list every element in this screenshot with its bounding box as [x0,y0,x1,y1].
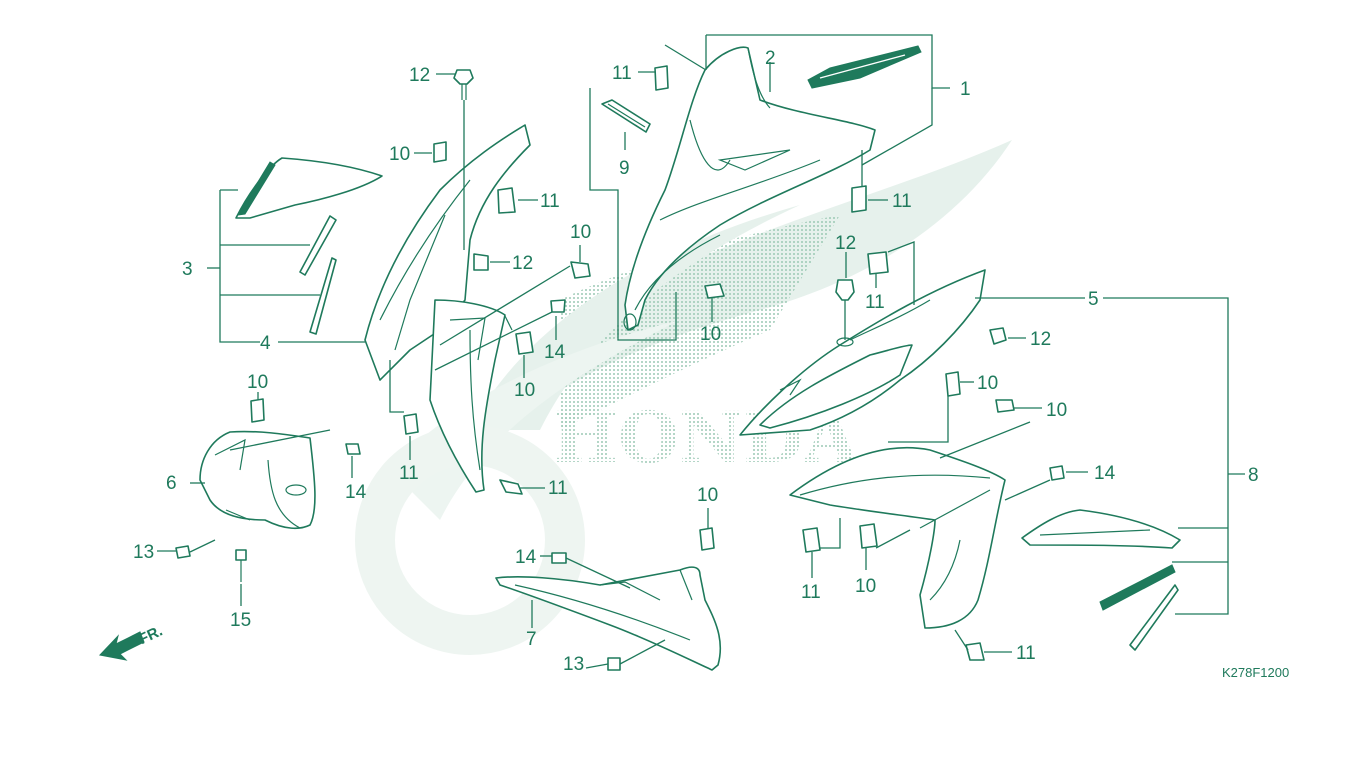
front-label: FR. [136,623,165,649]
front-arrow: FR. [99,623,165,661]
front-arrow-icon [99,631,145,661]
callout-1: 1 [960,79,971,100]
part-4-left-cover [364,124,531,493]
callout-5: 5 [1088,289,1099,310]
callout-15: 15 [230,610,251,631]
callout-8: 8 [1248,465,1259,486]
callout-10: 10 [1046,400,1067,421]
callout-6: 6 [166,473,177,494]
part-8-lower-side-cover [789,446,1006,629]
callout-10: 10 [389,144,410,165]
callout-11: 11 [865,292,885,313]
callout-10: 10 [570,222,591,243]
callout-14: 14 [544,342,566,363]
callout-10: 10 [855,576,876,597]
callout-11: 11 [1016,643,1036,664]
callout-3: 3 [182,259,193,280]
callout-10: 10 [247,372,268,393]
callout-14: 14 [1094,463,1116,484]
callout-10: 10 [700,324,721,345]
callout-11: 11 [801,582,821,603]
callout-11: 11 [892,191,912,212]
callout-10: 10 [514,380,535,401]
callout-11: 11 [612,63,632,84]
callout-14: 14 [515,547,537,568]
leader-lines [157,34,1245,669]
callout-10: 10 [697,485,718,506]
callout-labels: 1 2 3 4 5 6 7 8 9 10 10 10 10 10 10 10 1… [133,48,1259,675]
part-2-front-top-cover [623,46,876,331]
part-7-lower-cover [495,566,722,671]
part-3-decals [235,157,383,335]
callout-11: 11 [548,478,568,499]
callout-2: 2 [765,48,776,69]
callout-12: 12 [1030,329,1051,350]
callout-14: 14 [345,482,367,503]
callout-12: 12 [835,233,856,254]
callout-9: 9 [619,158,630,179]
callout-11: 11 [399,463,419,484]
part-6-inner-guard [199,430,316,530]
callout-11: 11 [540,191,560,212]
diagram-code: K278F1200 [1222,665,1289,680]
part-1-stripe-decal [807,45,922,89]
callout-13: 13 [563,654,584,675]
callout-12: 12 [409,65,430,86]
callout-10: 10 [977,373,998,394]
callout-13: 13 [133,542,154,563]
callout-7: 7 [526,629,537,650]
part-8-decals [1021,509,1181,651]
fasteners [175,65,1065,671]
callout-4: 4 [260,333,271,354]
callout-12: 12 [512,253,533,274]
part-9-emblem [601,99,651,133]
